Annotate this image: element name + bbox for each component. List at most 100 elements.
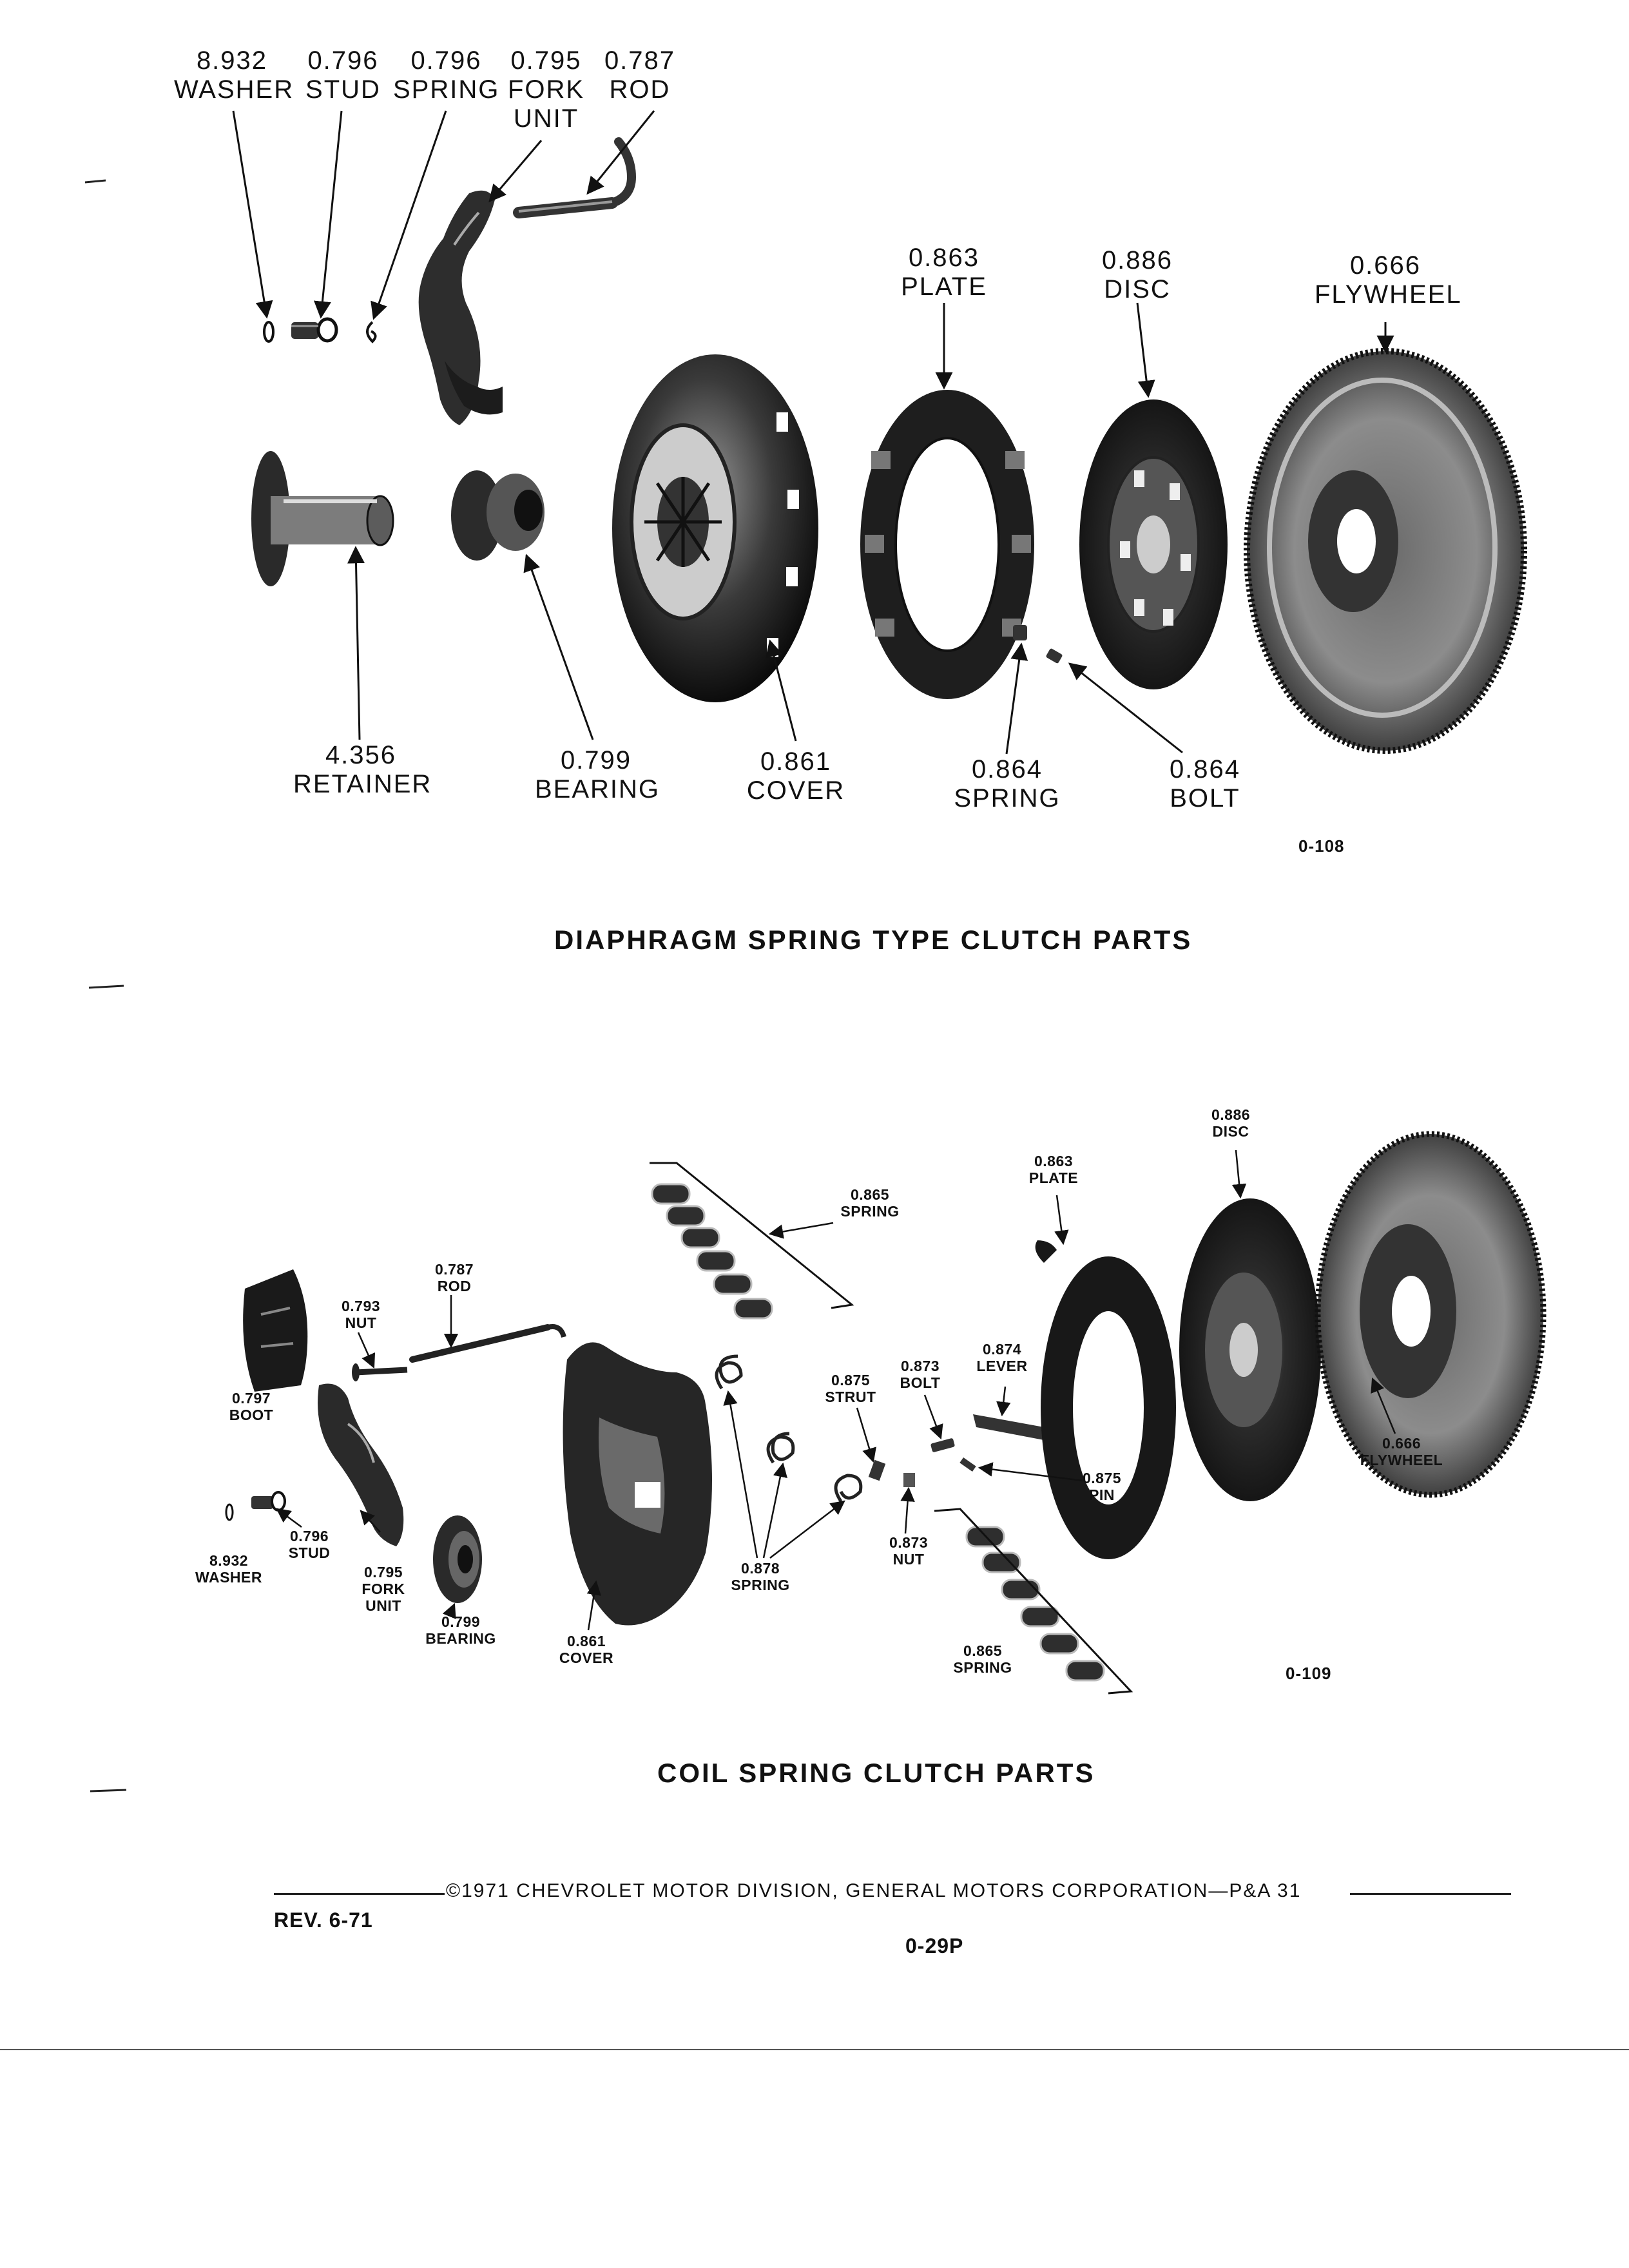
fig1-flywheel-part <box>1244 348 1527 754</box>
fig1-washer-name: WASHER <box>174 75 294 104</box>
fig1-bearing-name: BEARING <box>535 774 660 803</box>
fig2-rod-part <box>409 1324 566 1363</box>
fig1-label-plate: 0.863 PLATE <box>899 244 989 302</box>
fig2-strut-part <box>868 1459 886 1481</box>
fig2-rod-name: ROD <box>437 1277 472 1294</box>
fig1-fork-name: FORK <box>507 75 585 104</box>
fig1-spring-number: 0.796 <box>410 46 482 75</box>
fig1-cover-part <box>612 354 818 702</box>
fig2-stud-name: STUD <box>288 1544 331 1561</box>
fig1-label-retainer: 4.356 RETAINER <box>293 741 432 799</box>
fig2-bearing-part <box>433 1515 482 1603</box>
fig2-label-flywheel: 0.666 FLYWHEEL <box>1353 1435 1450 1469</box>
fig2-fork-part <box>318 1383 404 1546</box>
fig2-washer-number: 8.932 <box>209 1552 249 1569</box>
fig1-bearing-number: 0.799 <box>560 746 632 774</box>
margin-ticks <box>84 179 127 1792</box>
footer-page-number: 0-29P <box>905 1934 964 1957</box>
fig1-cover-name: COVER <box>746 776 845 805</box>
fig1-retainer-name: RETAINER <box>293 769 432 798</box>
fig2-fork-name2: UNIT <box>365 1597 401 1614</box>
fig2-disc-number: 0.886 <box>1211 1106 1251 1123</box>
fig2-flywheel-number: 0.666 <box>1382 1435 1422 1452</box>
fig2-label-plate: 0.863 PLATE <box>1018 1153 1089 1187</box>
fig1-rod-part <box>513 137 637 218</box>
fig2-878-springs <box>715 1354 863 1503</box>
fig1-bolt-number: 0.864 <box>1169 755 1241 783</box>
fig2-nut2-number: 0.873 <box>889 1534 929 1551</box>
fig1-disc-number: 0.886 <box>1101 246 1173 274</box>
fig2-plate-name: PLATE <box>1028 1169 1079 1186</box>
fig2-label-pin: 0.875 PIN <box>1073 1470 1131 1504</box>
fig2-caption: COIL SPRING CLUTCH PARTS <box>657 1758 1095 1788</box>
fig2-spring878-name: SPRING <box>731 1576 790 1593</box>
fig1-label-flywheel: 0.666 FLYWHEEL <box>1315 251 1462 309</box>
fig1-label-rod: 0.787 ROD <box>598 46 682 104</box>
fig1-label-fork: 0.795 FORK UNIT <box>503 46 590 133</box>
fig2-rod-number: 0.787 <box>434 1261 474 1278</box>
fig1-label-cover: 0.861 COVER <box>744 747 847 805</box>
fig2-bolt-name: BOLT <box>900 1374 941 1391</box>
fig2-washer-name: WASHER <box>195 1568 262 1586</box>
fig2-bearing-name: BEARING <box>425 1629 496 1647</box>
fig2-springs-top <box>650 1162 854 1320</box>
fig1-flywheel-number: 0.666 <box>1349 251 1422 280</box>
fig1-leader-lines <box>232 110 1394 754</box>
fig2-spring-bottom-number: 0.865 <box>963 1642 1003 1659</box>
fig2-plate-part <box>1035 1240 1176 1559</box>
fig2-flywheel-part <box>1315 1131 1547 1498</box>
fig1-fork-name2: UNIT <box>513 104 579 133</box>
fig2-label-bearing: 0.799 BEARING <box>422 1613 499 1648</box>
footer-revision: REV. 6-71 <box>274 1908 373 1932</box>
fig1-label-bolt: 0.864 BOLT <box>1157 755 1253 813</box>
fig2-label-boot: 0.797 BOOT <box>222 1390 280 1424</box>
fig2-lever-name: LEVER <box>976 1357 1028 1374</box>
fig2-disc-name: DISC <box>1212 1122 1249 1140</box>
fig1-washer-number: 8.932 <box>196 46 268 75</box>
fig1-retainer-number: 4.356 <box>325 741 397 769</box>
fig2-strut-number: 0.875 <box>831 1372 871 1389</box>
fig1-plate-part <box>860 390 1034 699</box>
fig2-spring-top-number: 0.865 <box>850 1186 890 1203</box>
fig1-caption: DIAPHRAGM SPRING TYPE CLUTCH PARTS <box>554 925 1193 955</box>
fig1-plate-number: 0.863 <box>908 244 980 272</box>
fig1-figure-number: 0-108 <box>1298 836 1345 856</box>
fig2-label-bolt: 0.873 BOLT <box>888 1358 952 1392</box>
footer-copyright: ©1971 CHEVROLET MOTOR DIVISION, GENERAL … <box>446 1880 1302 1901</box>
fig2-strut-name: STRUT <box>825 1388 876 1405</box>
fig1-disc-name: DISC <box>1104 274 1171 303</box>
fig2-stud-part <box>251 1491 286 1512</box>
fig2-label-disc: 0.886 DISC <box>1195 1106 1266 1140</box>
fig2-lever-part <box>973 1414 1046 1440</box>
fig2-spring-top-name: SPRING <box>840 1202 900 1220</box>
fig2-springs-bottom <box>934 1508 1133 1695</box>
fig1-fork-part <box>418 190 503 425</box>
fig1-small-spring-part <box>1013 625 1027 640</box>
fig1-disc-part <box>1079 399 1228 689</box>
fig2-washer-part <box>225 1503 234 1521</box>
fig2-nut-name: NUT <box>345 1314 377 1331</box>
fig2-lever-number: 0.874 <box>982 1341 1022 1358</box>
fig2-label-stud: 0.796 STUD <box>280 1528 338 1562</box>
fig2-fork-name: FORK <box>361 1580 405 1597</box>
fig1-rod-name: ROD <box>609 75 671 104</box>
fig1-stud-name: STUD <box>305 75 381 104</box>
fig2-pin-part <box>959 1457 976 1472</box>
fig2-label-spring878: 0.878 SPRING <box>725 1560 796 1594</box>
fig1-label-disc: 0.886 DISC <box>1092 246 1182 304</box>
fig1-plate-name: PLATE <box>901 272 987 301</box>
fig1-label-bearing: 0.799 BEARING <box>535 746 660 804</box>
fig2-disc-part <box>1179 1198 1321 1501</box>
fig2-label-nut: 0.793 NUT <box>332 1298 390 1332</box>
fig1-spring-name: SPRING <box>393 75 500 104</box>
fig1-flywheel-name: FLYWHEEL <box>1315 280 1462 309</box>
fig1-label-spring: 0.796 SPRING <box>393 46 499 104</box>
fig1-stud-number: 0.796 <box>307 46 379 75</box>
fig2-boot-number: 0.797 <box>231 1390 271 1407</box>
fig2-nut-part <box>352 1363 408 1381</box>
fig2-label-rod: 0.787 ROD <box>425 1261 483 1295</box>
fig2-figure-number: 0-109 <box>1286 1664 1332 1683</box>
fig2-pin-name: PIN <box>1089 1486 1115 1503</box>
fig2-nut2-name: NUT <box>892 1550 925 1568</box>
fig1-stud-part <box>291 317 338 343</box>
